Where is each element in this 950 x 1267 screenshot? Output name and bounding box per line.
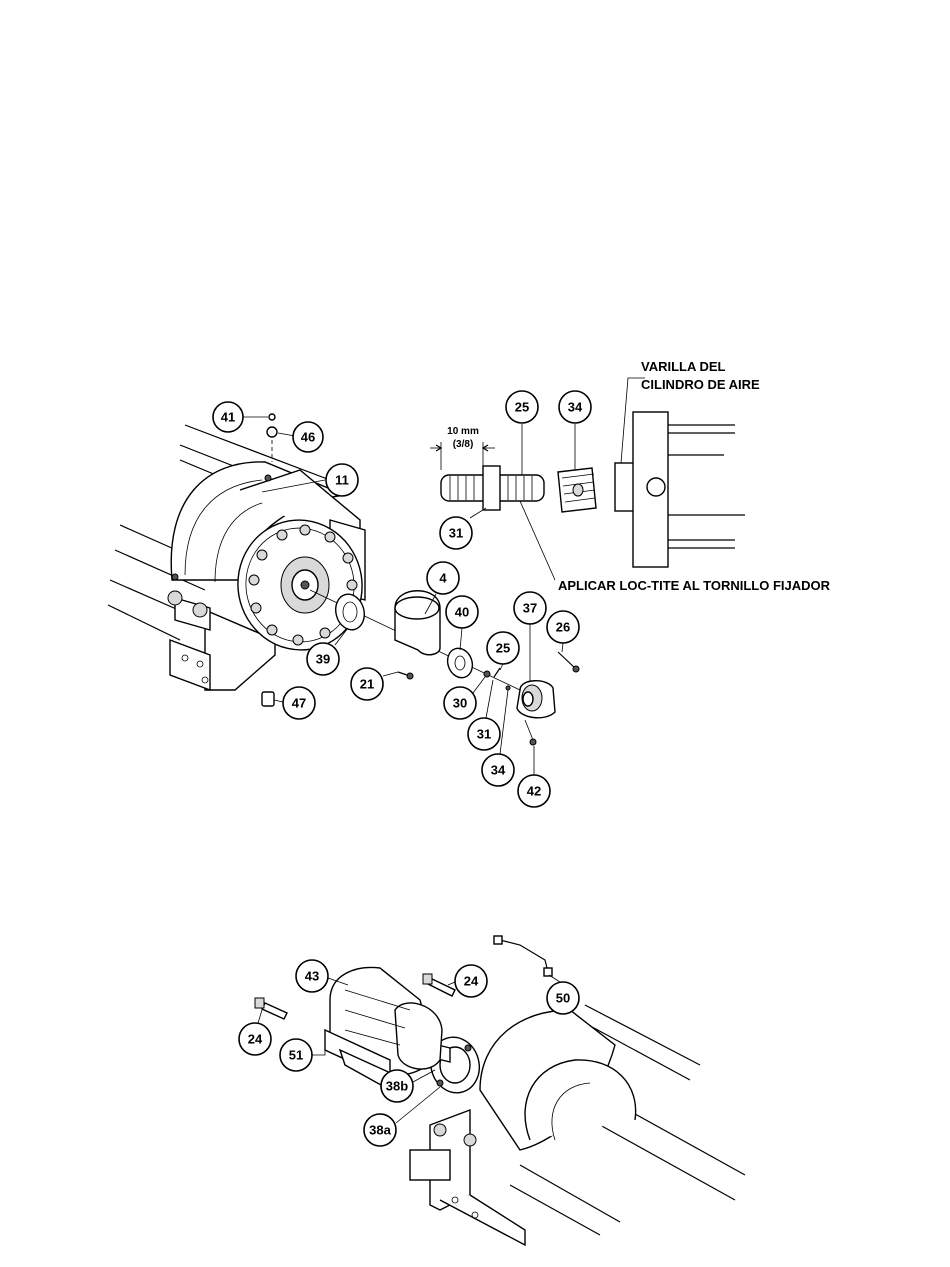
svg-text:39: 39 — [316, 652, 330, 667]
svg-text:42: 42 — [527, 784, 541, 799]
svg-text:37: 37 — [523, 601, 537, 616]
callout-46: 46 — [293, 422, 323, 452]
svg-text:38b: 38b — [386, 1079, 408, 1094]
motor-assembly-bottom — [255, 936, 745, 1245]
callout-38b: 38b — [381, 1070, 413, 1102]
callout-31: 31 — [468, 718, 500, 750]
callout-47: 47 — [283, 687, 315, 719]
svg-text:30: 30 — [453, 696, 467, 711]
callout-41: 41 — [213, 402, 243, 432]
svg-text:34: 34 — [491, 763, 506, 778]
rod-note-line2: CILINDRO DE AIRE — [641, 377, 760, 392]
callout-51: 51 — [280, 1039, 312, 1071]
callout-31-detail: 31 — [440, 517, 472, 549]
callout-11: 11 — [326, 464, 358, 496]
svg-text:25: 25 — [515, 400, 529, 415]
svg-text:26: 26 — [556, 620, 570, 635]
callout-40: 40 — [446, 596, 478, 628]
svg-text:40: 40 — [455, 605, 469, 620]
svg-text:24: 24 — [248, 1032, 263, 1047]
svg-text:11: 11 — [335, 473, 349, 488]
callout-25: 25 — [487, 632, 519, 664]
svg-text:4: 4 — [439, 571, 447, 586]
svg-text:21: 21 — [360, 677, 374, 692]
callout-39: 39 — [307, 643, 339, 675]
loctite-note: APLICAR LOC-TITE AL TORNILLO FIJADOR — [558, 578, 831, 593]
callout-30: 30 — [444, 687, 476, 719]
svg-text:31: 31 — [449, 526, 463, 541]
callout-37: 37 — [514, 592, 546, 624]
callout-26: 26 — [547, 611, 579, 643]
svg-text:24: 24 — [464, 974, 479, 989]
svg-text:25: 25 — [496, 641, 510, 656]
callout-34: 34 — [482, 754, 514, 786]
callout-24-right: 24 — [455, 965, 487, 997]
callout-38a: 38a — [364, 1114, 396, 1146]
svg-text:34: 34 — [568, 400, 583, 415]
callout-21: 21 — [351, 668, 383, 700]
dimension-label-mm: 10 mm — [447, 426, 479, 437]
svg-text:31: 31 — [477, 727, 491, 742]
svg-text:47: 47 — [292, 696, 306, 711]
rod-note-line1: VARILLA DEL — [641, 359, 726, 374]
svg-text:43: 43 — [305, 969, 319, 984]
callout-34-detail: 34 — [559, 391, 591, 423]
callout-25-detail: 25 — [506, 391, 538, 423]
callout-24-left: 24 — [239, 1023, 271, 1055]
svg-text:38a: 38a — [369, 1123, 391, 1138]
svg-text:41: 41 — [221, 410, 235, 425]
callout-43: 43 — [296, 960, 328, 992]
callout-42: 42 — [518, 775, 550, 807]
svg-text:46: 46 — [301, 430, 315, 445]
dimension-label-inch: (3/8) — [453, 439, 474, 450]
svg-text:51: 51 — [289, 1048, 303, 1063]
callout-4: 4 — [427, 562, 459, 594]
svg-text:50: 50 — [556, 991, 570, 1006]
callout-50: 50 — [547, 982, 579, 1014]
